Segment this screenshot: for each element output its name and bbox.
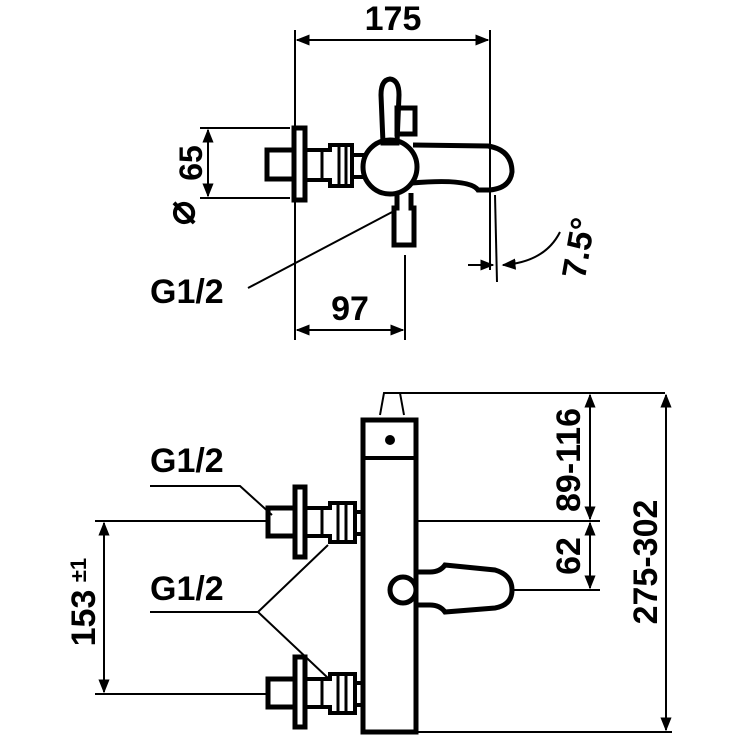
inlet-dimension-label: 97 [331,290,369,328]
spout-front [416,562,515,615]
angle-label: 7.5° [555,215,603,282]
angle-arc [501,231,561,270]
mixer-body-front [360,417,419,735]
inlet-pipe [264,147,297,182]
diameter-symbol: ⌀ [159,201,203,225]
width-dimension-label: 175 [365,0,422,38]
diverter-stem [391,193,417,248]
total-height-dimension-label: 275-302 [627,500,665,625]
spout-outlet [387,574,419,606]
top-view: 175 65 ⌀ 7.5° G1/2 97 [150,0,603,340]
thread-leader-lower [150,544,329,679]
spacing-tolerance: ±1 [66,558,91,582]
connector-nut [305,143,354,188]
spout [411,142,515,193]
mixer-body [360,137,420,197]
thread-label-top: G1/2 [150,273,224,311]
thread-label-lower: G1/2 [150,570,224,608]
spout-height-dimension-label: 62 [550,537,588,575]
handle-top [378,76,402,146]
handle-height-dimension-label: 89-116 [550,408,588,512]
front-view: G1/2 G1/2 153 ±1 89-116 62 275-302 [65,392,672,735]
thread-leader-top [247,209,397,289]
thread-label-upper: G1/2 [150,442,224,480]
spacing-dimension-label: 153 [65,590,103,647]
thread-leader-upper [150,485,273,516]
diameter-dimension-label: 65 [173,145,209,181]
